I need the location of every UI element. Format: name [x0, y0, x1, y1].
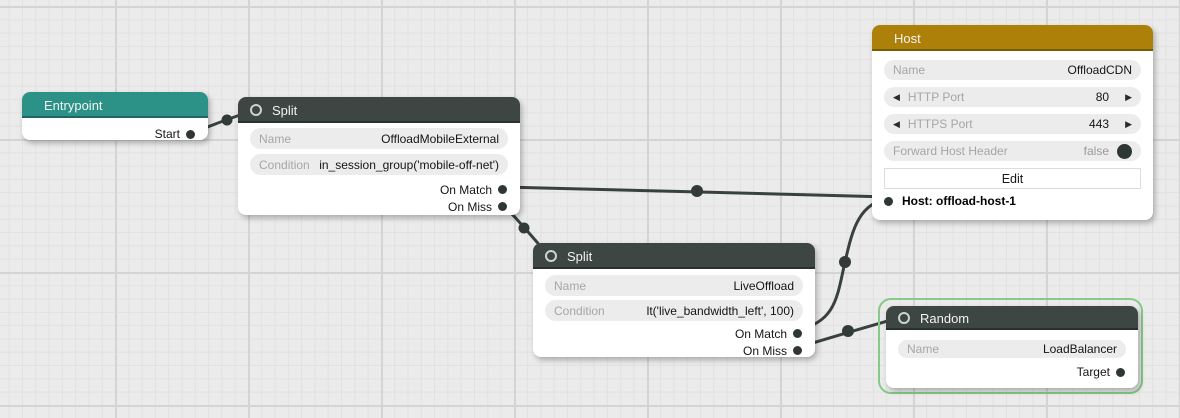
output-label: Target: [1076, 365, 1110, 379]
field-value: lt('live_bandwidth_left', 100): [646, 303, 794, 318]
field-label: Condition: [259, 157, 310, 172]
node-split1-header[interactable]: Split: [238, 97, 520, 123]
field-label: HTTPS Port: [907, 117, 973, 131]
output-row-target: Target: [898, 363, 1126, 381]
output-row-on-miss: On Miss: [250, 198, 508, 215]
wire-handle-start-split1[interactable]: [221, 114, 233, 126]
node-title: Entrypoint: [44, 97, 103, 113]
wire-handle-split2-random[interactable]: [842, 325, 854, 337]
stepper-left-icon[interactable]: ◀: [893, 91, 900, 102]
field-value: in_session_group('mobile-off-net'): [319, 157, 499, 172]
node-split-offloadmobileexternal[interactable]: Split Name OffloadMobileExternal Conditi…: [238, 97, 520, 215]
stepper-right-icon[interactable]: ▶: [1125, 118, 1132, 129]
on-match-output-port[interactable]: [498, 185, 507, 194]
field-label: Forward Host Header: [893, 144, 1008, 158]
node-entrypoint[interactable]: Entrypoint Start: [22, 92, 208, 141]
field-label: Name: [259, 131, 292, 146]
node-body: Name OffloadCDN ◀ HTTP Port 80 ▶ ◀ HTTPS…: [872, 51, 1153, 208]
start-output-port[interactable]: [186, 129, 195, 139]
node-body: Name LiveOffload Condition lt('live_band…: [533, 269, 815, 359]
field-label: HTTP Port: [907, 90, 965, 104]
stepper-right-icon[interactable]: ▶: [1125, 91, 1132, 102]
output-row-on-match: On Match: [545, 325, 803, 342]
condition-field[interactable]: Condition in_session_group('mobile-off-n…: [250, 154, 508, 175]
node-host-offloadcdn[interactable]: Host Name OffloadCDN ◀ HTTP Port 80 ▶ ◀ …: [872, 25, 1153, 220]
toggle-value: false: [1083, 144, 1109, 158]
node-split-liveoffload[interactable]: Split Name LiveOffload Condition lt('liv…: [533, 243, 815, 359]
stepper-left-icon[interactable]: ◀: [893, 118, 900, 129]
field-value: OffloadCDN: [1067, 63, 1132, 77]
output-label: On Miss: [447, 199, 492, 214]
field-value: 80: [1095, 90, 1110, 104]
node-input-port-icon[interactable]: [250, 104, 262, 116]
field-label: Name: [907, 342, 940, 356]
host-input-port[interactable]: [884, 196, 893, 206]
target-output-port[interactable]: [1116, 367, 1125, 377]
output-label: Start: [154, 127, 180, 141]
https-port-stepper[interactable]: ◀ HTTPS Port 443 ▶: [884, 114, 1141, 134]
condition-field[interactable]: Condition lt('live_bandwidth_left', 100): [545, 300, 803, 321]
forward-host-header-toggle[interactable]: Forward Host Header false: [884, 141, 1141, 161]
name-field[interactable]: Name LoadBalancer: [898, 340, 1126, 358]
field-value: LiveOffload: [733, 278, 795, 293]
node-body: Name OffloadMobileExternal Condition in_…: [238, 123, 520, 215]
output-row-on-match: On Match: [250, 181, 508, 198]
node-body: Name LoadBalancer Target: [886, 330, 1138, 381]
output-label: On Miss: [742, 343, 787, 358]
output-label: On Match: [439, 182, 492, 197]
field-label: Condition: [554, 303, 605, 318]
field-label: Name: [893, 63, 926, 77]
output-row-on-miss: On Miss: [545, 342, 803, 359]
edit-button[interactable]: Edit: [884, 168, 1141, 189]
output-label: On Match: [734, 326, 787, 341]
node-random-header[interactable]: Random: [886, 306, 1138, 330]
name-field[interactable]: Name LiveOffload: [545, 275, 803, 296]
node-input-port-icon[interactable]: [545, 250, 557, 262]
selection-outline: [878, 298, 1143, 394]
wire-handle-split1-split2[interactable]: [518, 222, 530, 234]
on-match-output-port[interactable]: [793, 329, 802, 338]
host-input-label: Host: offload-host-1: [902, 194, 1016, 208]
node-title: Random: [920, 310, 970, 326]
wire-handle-split2-host[interactable]: [839, 256, 851, 268]
name-field[interactable]: Name OffloadMobileExternal: [250, 128, 508, 149]
field-label: Name: [554, 278, 587, 293]
node-title: Host: [894, 30, 921, 46]
field-value: LoadBalancer: [1042, 342, 1117, 356]
node-host-header[interactable]: Host: [872, 25, 1153, 51]
node-random-loadbalancer[interactable]: Random Name LoadBalancer Target: [886, 306, 1138, 388]
wire-handle-split1-host[interactable]: [691, 185, 703, 197]
node-split2-header[interactable]: Split: [533, 243, 815, 269]
field-value: OffloadMobileExternal: [381, 131, 499, 146]
node-input-port-icon[interactable]: [898, 312, 910, 324]
node-title: Split: [272, 102, 298, 118]
field-value: 443: [1089, 117, 1110, 131]
on-miss-output-port[interactable]: [793, 346, 802, 355]
host-input-row: Host: offload-host-1: [884, 194, 1141, 208]
output-row-start: Start: [34, 123, 196, 145]
toggle-knob[interactable]: [1117, 143, 1132, 159]
name-field[interactable]: Name OffloadCDN: [884, 60, 1141, 80]
node-title: Split: [567, 248, 593, 264]
http-port-stepper[interactable]: ◀ HTTP Port 80 ▶: [884, 87, 1141, 107]
node-body: Start: [22, 118, 208, 145]
on-miss-output-port[interactable]: [498, 202, 507, 211]
node-entrypoint-header[interactable]: Entrypoint: [22, 92, 208, 118]
